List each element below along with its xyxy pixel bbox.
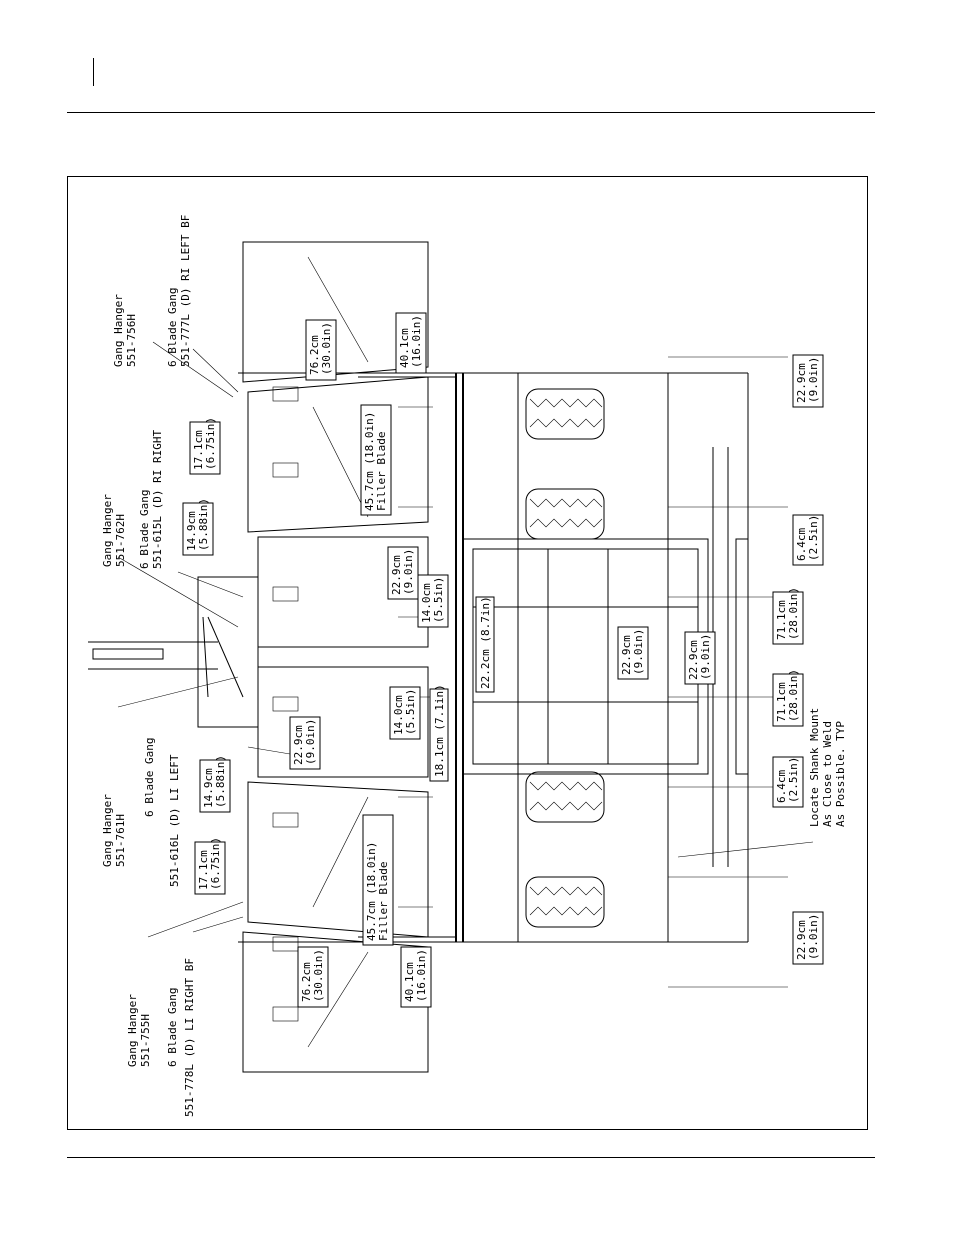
svg-text:22.2cm (8.7in): 22.2cm (8.7in) [479,596,492,689]
svg-text:22.9cm(9.0in): 22.9cm(9.0in) [390,549,415,595]
dim-40-1-top: 40.1cm(16.0in) [395,312,427,374]
diagram-frame: Gang Hanger551-756H 6 Blade Gang551-777L… [67,176,868,1130]
blade-gang-615-part: 551-615L (D) RI RIGHT [151,430,164,569]
svg-text:Gang Hanger551-756H: Gang Hanger551-756H [112,294,138,367]
svg-text:551-778L (D) LI RIGHT BF: 551-778L (D) LI RIGHT BF [183,958,196,1117]
svg-text:6 Blade Gang551-615L (D) RI RI: 6 Blade Gang551-615L (D) RI RIGHT [138,430,164,569]
svg-text:18.1cm (7.1in): 18.1cm (7.1in) [433,684,446,777]
svg-text:551-616L (D) LI LEFT: 551-616L (D) LI LEFT [168,754,181,887]
svg-text:6.4cm(2.5in): 6.4cm(2.5in) [775,757,800,803]
dim-22-9-c2: 22.9cm(9.0in) [617,626,649,680]
dim-45-7-bot: 45.7cm (18.0in)Filler Blade [362,814,394,946]
svg-text:22.9cm(9.0in): 22.9cm(9.0in) [795,357,820,403]
dim-17-1-bot: 17.1cm(6.75in) [194,837,226,895]
dim-22-9-top-right: 22.9cm(9.0in) [792,354,824,408]
svg-text:14.0cm(5.5in): 14.0cm(5.5in) [420,577,445,623]
dimension-boxes: 76.2cm(30.0in) 40.1cm(16.0in) 22.9cm(9.0… [182,312,824,1008]
blade-gang-616-label: 6 Blade Gang [143,738,156,817]
blade-gang-778-part: 551-778L (D) LI RIGHT BF [183,958,196,1117]
svg-text:22.9cm(9.0in): 22.9cm(9.0in) [620,629,645,675]
gang-hanger-755-part: 551-755H [139,1014,152,1067]
note-line-1: Locate Shank Mount [808,708,821,827]
dim-76-2-top: 76.2cm(30.0in) [305,319,337,381]
svg-text:71.1cm(28.0in): 71.1cm(28.0in) [775,587,800,640]
gang-hanger-761-part: 551-761H [114,814,127,867]
dim-17-1-top: 17.1cm(6.75in) [189,417,221,475]
gang-hanger-756-label: Gang Hanger [112,294,125,367]
svg-text:14.9cm(5.88in): 14.9cm(5.88in) [185,498,210,551]
svg-text:40.1cm(16.0in): 40.1cm(16.0in) [403,949,428,1002]
dim-71-1-a: 71.1cm(28.0in) [772,587,804,645]
dim-40-1-bot: 40.1cm(16.0in) [400,946,432,1008]
svg-text:45.7cm (18.0in)Filler Blade: 45.7cm (18.0in)Filler Blade [363,412,388,511]
dim-22-9-c3: 22.9cm(9.0in) [684,631,716,685]
svg-text:6.4cm(2.5in): 6.4cm(2.5in) [795,515,820,561]
note-line-3: As Possible. TYP [834,721,847,827]
blade-gang-778-label: 6 Blade Gang [166,988,179,1067]
gang-hanger-761-label: Gang Hanger [101,794,114,867]
dim-6-4-top: 6.4cm(2.5in) [792,514,824,566]
dim-6-4-bot: 6.4cm(2.5in) [772,756,804,808]
blade-gang-777-label: 6 Blade Gang [166,288,179,367]
dim-22-2: 22.2cm (8.7in) [475,596,495,693]
dim-14-9-bot: 14.9cm(5.88in) [199,755,231,813]
dim-71-1-b: 71.1cm(28.0in) [772,669,804,727]
dim-76-2-bot: 76.2cm(30.0in) [297,946,329,1008]
header-margin-bar [93,58,94,86]
svg-text:Gang Hanger551-761H: Gang Hanger551-761H [101,794,127,867]
svg-text:6 Blade Gang551-777L (D) RI LE: 6 Blade Gang551-777L (D) RI LEFT BF [166,215,192,367]
svg-text:22.9cm(9.0in): 22.9cm(9.0in) [292,719,317,765]
svg-text:17.1cm(6.75in): 17.1cm(6.75in) [192,417,217,470]
svg-text:14.0cm(5.5in): 14.0cm(5.5in) [392,689,417,735]
dim-22-9-c1: 22.9cm(9.0in) [387,546,419,600]
header-rule [67,112,875,113]
blade-gang-615-label: 6 Blade Gang [138,490,151,569]
tires-drawing [525,388,605,928]
dim-14-0-b: 14.0cm(5.5in) [389,686,421,740]
main-frame-drawing [88,372,749,943]
dim-14-9-top: 14.9cm(5.88in) [182,498,214,556]
implement-layout-diagram: Gang Hanger551-756H 6 Blade Gang551-777L… [88,215,847,1117]
svg-text:76.2cm(30.0in): 76.2cm(30.0in) [308,322,333,375]
svg-text:45.7cm (18.0in)Filler Blade: 45.7cm (18.0in)Filler Blade [365,842,390,941]
svg-text:22.9cm(9.0in): 22.9cm(9.0in) [795,914,820,960]
note-line-2: As Close to Weld [821,721,834,827]
dim-45-7-top: 45.7cm (18.0in)Filler Blade [360,404,392,516]
blade-gang-616-part: 551-616L (D) LI LEFT [168,754,181,887]
svg-text:Gang Hanger551-762H: Gang Hanger551-762H [101,494,127,567]
svg-text:Gang Hanger551-755H: Gang Hanger551-755H [126,994,152,1067]
dim-22-9-c4: 22.9cm(9.0in) [289,716,321,770]
footer-rule [67,1157,875,1158]
dim-22-9-bot-right: 22.9cm(9.0in) [792,911,824,965]
gang-hanger-755-label: Gang Hanger [126,994,139,1067]
dim-18-1: 18.1cm (7.1in) [429,684,449,782]
svg-text:6 Blade Gang: 6 Blade Gang [143,738,156,817]
svg-text:71.1cm(28.0in): 71.1cm(28.0in) [775,669,800,722]
gang-hanger-762-label: Gang Hanger [101,494,114,567]
dim-14-0-a: 14.0cm(5.5in) [417,574,449,628]
svg-text:14.9cm(5.88in): 14.9cm(5.88in) [202,755,227,808]
svg-text:40.1cm(16.0in): 40.1cm(16.0in) [398,315,423,368]
annotation-labels: Gang Hanger551-756H 6 Blade Gang551-777L… [101,215,847,1117]
svg-text:22.9cm(9.0in): 22.9cm(9.0in) [687,634,712,680]
gang-hanger-756-part: 551-756H [125,314,138,367]
blade-gang-777-part: 551-777L (D) RI LEFT BF [179,215,192,367]
svg-text:17.1cm(6.75in): 17.1cm(6.75in) [197,837,222,890]
gang-hanger-762-part: 551-762H [114,514,127,567]
svg-text:Locate Shank MountAs Close to: Locate Shank MountAs Close to WeldAs Pos… [808,708,847,827]
svg-text:76.2cm(30.0in): 76.2cm(30.0in) [300,949,325,1002]
svg-text:6 Blade Gang: 6 Blade Gang [166,988,179,1067]
